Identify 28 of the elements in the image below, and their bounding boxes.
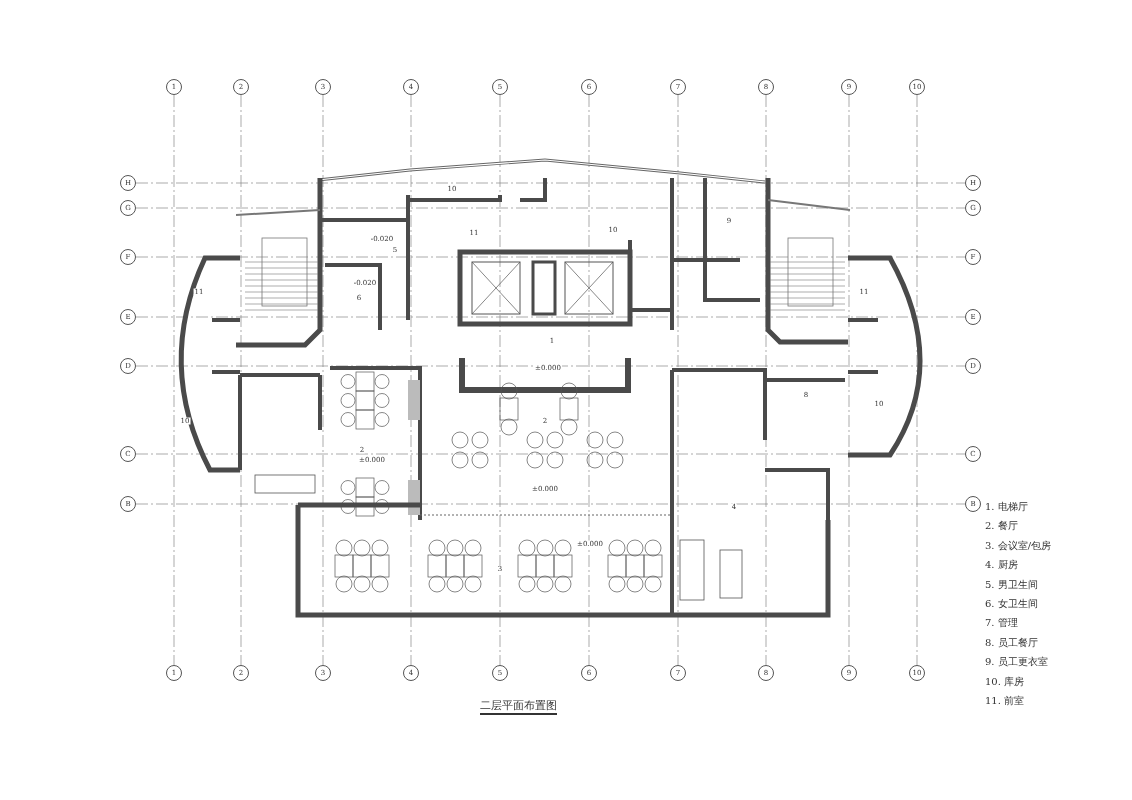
grid-line (410, 94, 412, 666)
legend-item: 5. 男卫生间 (985, 579, 1038, 590)
grid-line (765, 94, 767, 666)
legend-item: 3. 会议室/包房 (985, 540, 1052, 551)
legend-item: 6. 女卫生间 (985, 599, 1038, 609)
legend-item: 7. 管理 (985, 618, 1018, 629)
grid-line (135, 316, 966, 318)
grid-line (135, 207, 966, 209)
legend-item: 2. 餐厅 (985, 521, 1018, 532)
grid-line (135, 182, 966, 184)
grid-line (135, 256, 966, 258)
grid-line (677, 94, 679, 666)
grid-line (848, 94, 850, 666)
grid-line (173, 94, 175, 666)
grid-line (322, 94, 324, 666)
legend-item: 4. 厨房 (985, 560, 1018, 571)
legend-item: 8. 员工餐厅 (985, 637, 1038, 648)
grid-line (588, 94, 590, 666)
grid-line (135, 365, 966, 367)
grid-line (135, 453, 966, 455)
grid-line (135, 503, 966, 505)
drawing-title: 二层平面布置图 (480, 699, 557, 715)
legend-item: 9. 员工更衣室 (985, 657, 1048, 668)
legend-item: 11. 前室 (985, 696, 1025, 706)
legend-item: 10. 库房 (985, 676, 1025, 687)
grid-line (499, 94, 501, 666)
legend-item: 1. 电梯厅 (985, 502, 1028, 512)
grid-line (916, 94, 918, 666)
